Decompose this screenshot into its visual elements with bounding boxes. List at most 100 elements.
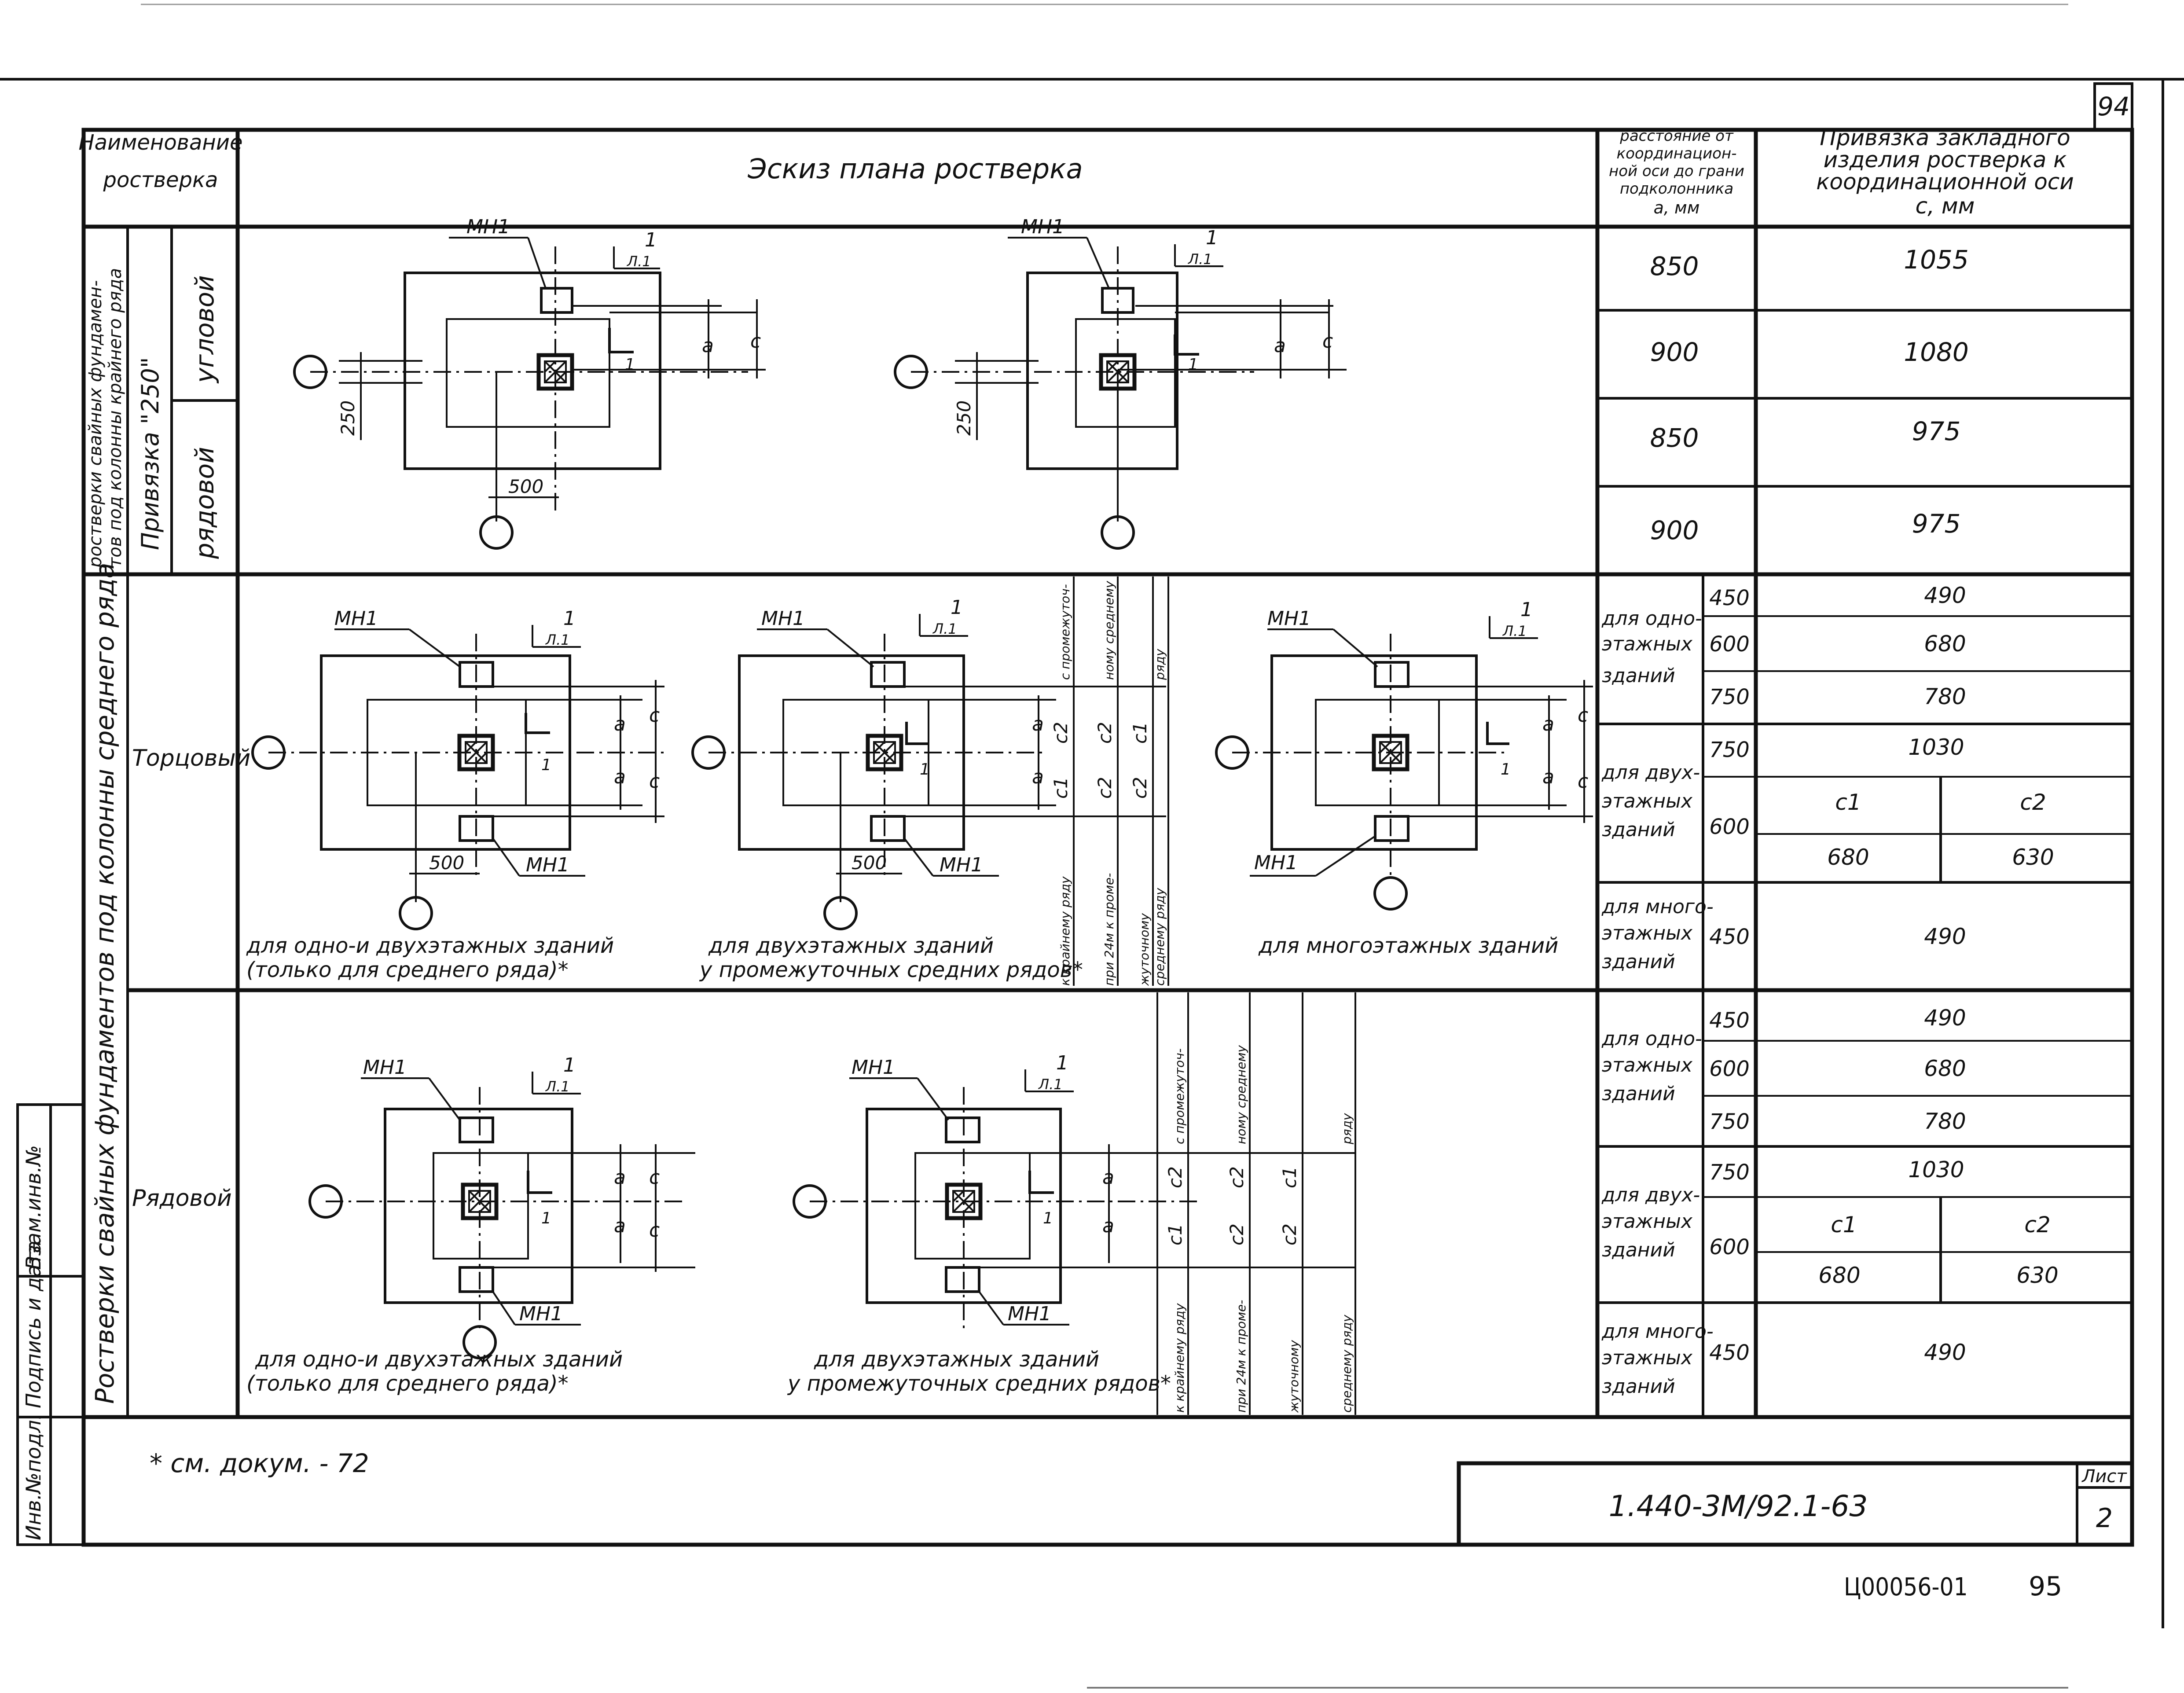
mn1-plate (540, 287, 573, 314)
caption-r2-2a: для двухэтажных зданий (708, 933, 994, 958)
dim-a: а (1542, 766, 1554, 788)
col-sketch-header: Эскиз плана ростверка (747, 153, 1083, 185)
dim-c: с (649, 704, 660, 727)
c-value: 680 (1924, 1056, 1966, 1081)
dim-a: а (614, 1166, 626, 1189)
ryadovoy-label-1: рядовой (190, 447, 220, 559)
group-label: для двух- (1601, 1184, 1700, 1206)
group-label: зданий (1602, 819, 1675, 841)
c2-header: с2 (2020, 790, 2046, 815)
dim-c2: с2 (1226, 1166, 1248, 1188)
dim-c: с (649, 1166, 660, 1189)
group-label: для много- (1601, 896, 1714, 918)
dim-a: а (614, 713, 626, 735)
mn1-label: МН1 (466, 216, 510, 238)
caption-r3-2a: для двухэтажных зданий (814, 1347, 1099, 1372)
caption-r2-2b: у промежуточных средних рядов* (699, 958, 1083, 982)
dim-c2: с2 (1279, 1223, 1300, 1245)
a-value: 900 (1650, 515, 1699, 545)
caption-r2-3: для многоэтажных зданий (1258, 933, 1558, 958)
sketch-r2-2: МН1 1 Л.1 1 а а с2 с1 с2 с2 с1 с2 с пром… (693, 577, 1169, 986)
sheet-number-box (2093, 82, 2133, 131)
dim-c1: с1 (1279, 1166, 1300, 1188)
col-c-header-l4: с, мм (1916, 193, 1975, 219)
col-name-header-l2: ростверка (103, 168, 218, 192)
section-number: 1 (645, 229, 657, 251)
uglovoy-label: угловой (190, 275, 220, 384)
mn1-plate (1374, 815, 1410, 842)
group-label: этажных (1602, 1210, 1693, 1233)
a-value: 450 (1709, 1340, 1750, 1365)
sketch-r2-3: МН1 1 Л.1 1 а а с с МН1 для многоэтажных… (1216, 599, 1593, 958)
dim-c: с (750, 330, 761, 353)
mn1-plate (870, 815, 906, 842)
vert-note: ряду (1153, 649, 1167, 680)
mn1-label: МН1 (1267, 607, 1311, 630)
dim-a: а (614, 766, 626, 788)
section-sheet: Л.1 (1038, 1076, 1063, 1093)
group-label: этажных (1602, 922, 1693, 944)
caption-r3-1a: для одно-и двухэтажных зданий (255, 1347, 623, 1372)
dim-500: 500 (852, 852, 887, 874)
vert-note: с промежуточ- (1058, 584, 1072, 680)
caption-r3-2b: у промежуточных средних рядов* (787, 1371, 1171, 1396)
group-label: зданий (1602, 1083, 1675, 1105)
group-label: зданий (1602, 951, 1675, 973)
group-label: этажных (1602, 790, 1693, 812)
section-number: 1 (563, 1054, 576, 1076)
dim-500: 500 (429, 852, 464, 874)
group-label: зданий (1602, 665, 1675, 687)
mn1-label: МН1 (852, 1056, 895, 1079)
c-value: 490 (1924, 583, 1966, 608)
dim-c1: с1 (1129, 722, 1151, 744)
c2-value: 630 (2016, 1263, 2058, 1288)
a-value: 850 (1650, 423, 1699, 453)
section-arrow-label: 1 (920, 760, 930, 779)
dim-c2: с2 (1164, 1166, 1186, 1188)
mn1-label: МН1 (363, 1056, 407, 1079)
dim-a: а (1102, 1166, 1114, 1189)
mn1-label: МН1 (1254, 852, 1298, 874)
a-value: 750 (1709, 1109, 1750, 1134)
sketch-r1-corner: МН1 1 Л.1 1 а с 250 500 (294, 216, 766, 548)
table-row3: для одно- этажных зданий 450 490 600 680… (1597, 1005, 2132, 1398)
group-label: этажных (1602, 1054, 1693, 1076)
mn1-plate (1374, 661, 1410, 688)
a-value: 450 (1709, 586, 1750, 610)
section-number: 1 (1520, 599, 1533, 621)
dim-a: а (702, 334, 714, 357)
dim-c: с (649, 1219, 660, 1241)
vert-note: к крайнему ряду (1172, 1303, 1187, 1413)
c-value: 490 (1924, 924, 1966, 949)
vert-note: при 24м к проме- (1234, 1300, 1248, 1413)
col-a-header-l2: координацион- (1617, 145, 1737, 162)
section-sheet: Л.1 (627, 253, 651, 270)
col-c-header-l3: координационной оси (1816, 169, 2074, 195)
group-label: этажных (1602, 633, 1693, 655)
group-label: для двух- (1601, 761, 1700, 784)
dim-c1: с1 (1050, 777, 1072, 799)
a-value: 600 (1709, 1235, 1750, 1260)
section-arrow-label: 1 (541, 756, 551, 774)
mn1-label: МН1 (334, 607, 378, 630)
section-sheet: Л.1 (1502, 623, 1527, 639)
vert-note: среднему ряду (1153, 888, 1167, 986)
group-label: для одно- (1601, 607, 1702, 630)
col-name-header-l1: Наименование (78, 130, 242, 155)
page-number: 95 (2029, 1571, 2062, 1602)
section-sheet: Л.1 (1188, 251, 1212, 268)
a-value: 900 (1650, 337, 1699, 367)
mn1-label: МН1 (940, 854, 983, 876)
stamp-sign: Подпись и дата (22, 1241, 45, 1408)
mn1-label: МН1 (1021, 216, 1064, 238)
c-value: 1080 (1904, 337, 1969, 367)
c-value: 490 (1924, 1005, 1966, 1031)
mn1-plate (459, 1266, 494, 1293)
col-a-header-l4: подколонника (1620, 180, 1733, 198)
mn1-plate (870, 661, 906, 688)
section-number: 1 (1056, 1052, 1068, 1074)
mn1-plate (459, 1116, 494, 1143)
dim-a: а (1032, 713, 1044, 735)
a-value: 600 (1709, 815, 1750, 839)
c1-value: 680 (1827, 845, 1869, 870)
